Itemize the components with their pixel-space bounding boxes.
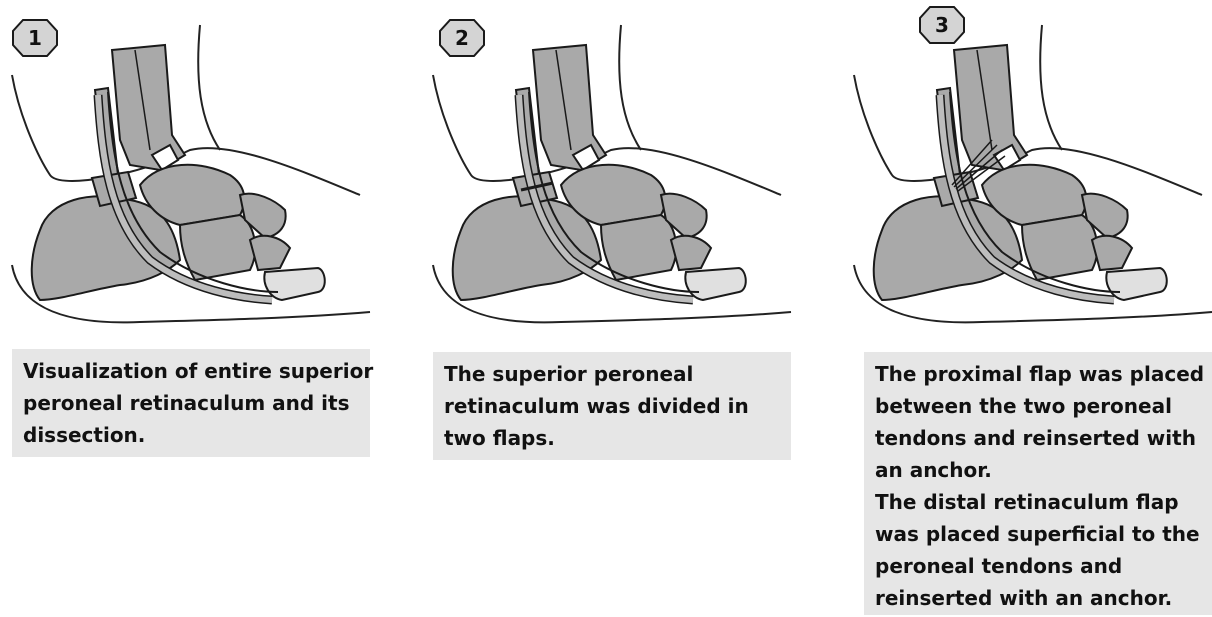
caption-line: The superior peroneal xyxy=(444,358,783,390)
caption-line: between the two peroneal xyxy=(875,390,1204,422)
step-caption: Visualization of entire superior peronea… xyxy=(12,349,370,457)
caption-line: an anchor. xyxy=(875,454,1204,486)
step-caption: The proximal flap was placed between the… xyxy=(864,352,1212,615)
caption-line: Visualization of entire superior xyxy=(23,355,362,387)
step-number: 1 xyxy=(12,19,58,57)
caption-line: retinaculum was divided in xyxy=(444,390,783,422)
caption-line: reinserted with an anchor. xyxy=(875,582,1204,614)
step-caption: The superior peroneal retinaculum was di… xyxy=(433,352,791,460)
panel-3: 3 The proximal flap was placed between t… xyxy=(842,0,1212,617)
caption-line: The distal retinaculum flap xyxy=(875,486,1204,518)
caption-line: The proximal flap was placed xyxy=(875,358,1204,390)
caption-line: tendons and reinserted with xyxy=(875,422,1204,454)
panel-2: 2 The superior peroneal retinaculum was … xyxy=(421,0,811,617)
step-number: 2 xyxy=(439,19,485,57)
step-number: 3 xyxy=(919,6,965,44)
step-badge: 2 xyxy=(439,19,485,57)
caption-line: dissection. xyxy=(23,419,362,451)
step-badge: 1 xyxy=(12,19,58,57)
foot-illustration xyxy=(0,0,390,340)
panel-1: 1 Visualization of entire superior peron… xyxy=(0,0,390,617)
foot-illustration xyxy=(842,0,1212,340)
caption-line: was placed superficial to the xyxy=(875,518,1204,550)
caption-line: peroneal retinaculum and its xyxy=(23,387,362,419)
caption-line: two flaps. xyxy=(444,422,783,454)
caption-line: peroneal tendons and xyxy=(875,550,1204,582)
step-badge: 3 xyxy=(919,6,965,44)
